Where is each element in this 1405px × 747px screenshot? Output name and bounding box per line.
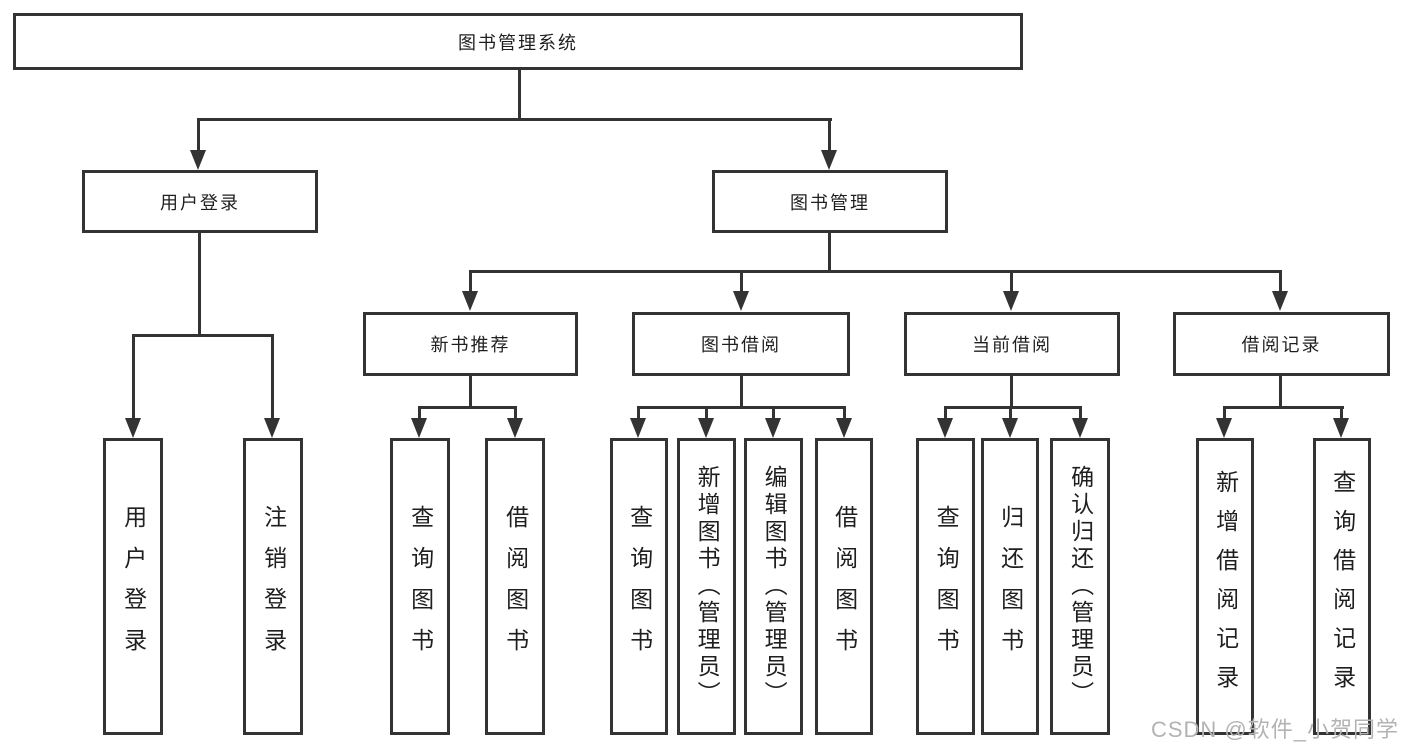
connector-login-drop-2 [271, 334, 274, 420]
connector-borrow-drop-1 [637, 406, 640, 420]
connector-records-branch [1223, 406, 1344, 409]
connector-mgmt-drop-3 [1010, 270, 1013, 293]
node-label: 当前借阅 [972, 335, 1052, 355]
arrow-down-icon [1002, 418, 1018, 438]
connector-borrow-drop-3 [772, 406, 775, 420]
arrow-down-icon [1333, 418, 1349, 438]
node-leaf-query-books-1: 查询图书 [390, 438, 450, 735]
arrow-down-icon [1072, 418, 1088, 438]
node-leaf-return-books: 归还图书 [981, 438, 1039, 735]
connector-root-drop-left [197, 118, 200, 152]
node-label: 图书管理系统 [458, 32, 578, 53]
node-leaf-add-borrow-record: 新增借阅记录 [1196, 438, 1254, 735]
connector-root-drop-right [828, 118, 831, 152]
connector-records-stem [1279, 376, 1282, 409]
connector-root-stem [518, 70, 521, 120]
connector-borrow-drop-2 [705, 406, 708, 420]
connector-recommend-drop-1 [418, 406, 421, 420]
node-label: 查询借阅记录 [1329, 469, 1356, 704]
node-label: 图书管理 [790, 192, 870, 213]
arrow-down-icon [125, 418, 141, 438]
node-leaf-edit-books-admin: 编辑图书（管理员） [744, 438, 803, 735]
node-label: 用户登录 [160, 192, 240, 213]
connector-login-drop-1 [132, 334, 135, 420]
node-label: 新书推荐 [430, 335, 511, 355]
arrow-down-icon [630, 418, 646, 438]
node-label: 注销登录 [260, 504, 287, 669]
connector-recommend-stem [469, 376, 472, 409]
node-book-borrow: 图书借阅 [632, 312, 850, 376]
arrow-down-icon [733, 291, 749, 311]
connector-mgmt-drop-2 [740, 270, 743, 293]
node-new-book-recommend: 新书推荐 [363, 312, 578, 376]
node-label: 用户登录 [120, 504, 147, 669]
node-leaf-user-login: 用户登录 [103, 438, 163, 735]
arrow-down-icon [190, 150, 206, 170]
connector-mgmt-branch [469, 270, 1282, 273]
node-leaf-logout: 注销登录 [243, 438, 303, 735]
node-leaf-borrow-books-2: 借阅图书 [815, 438, 873, 735]
node-leaf-query-borrow-record: 查询借阅记录 [1313, 438, 1371, 735]
arrow-down-icon [264, 418, 280, 438]
node-label: 图书借阅 [701, 335, 781, 355]
connector-current-stem [1010, 376, 1013, 409]
node-label: 新增图书（管理员） [694, 465, 721, 708]
connector-root-branch [197, 118, 832, 121]
node-label: 查询图书 [933, 504, 960, 669]
node-current-borrow: 当前借阅 [904, 312, 1120, 376]
node-label: 借阅图书 [502, 504, 529, 669]
connector-borrow-branch [637, 406, 846, 409]
node-label: 查询图书 [407, 504, 434, 669]
arrow-down-icon [836, 418, 852, 438]
node-leaf-query-books-2: 查询图书 [610, 438, 668, 735]
node-user-login-branch: 用户登录 [82, 170, 318, 233]
connector-current-drop-1 [944, 406, 947, 420]
connector-recommend-branch [418, 406, 517, 409]
arrow-down-icon [507, 418, 523, 438]
connector-current-branch [944, 406, 1082, 409]
arrow-down-icon [765, 418, 781, 438]
connector-login-stem [198, 233, 201, 337]
connector-borrow-stem [740, 376, 743, 409]
node-leaf-borrow-books-1: 借阅图书 [485, 438, 545, 735]
node-label: 借阅图书 [831, 504, 858, 669]
node-label: 新增借阅记录 [1212, 469, 1239, 704]
connector-mgmt-drop-1 [469, 270, 472, 293]
connector-current-drop-2 [1009, 406, 1012, 420]
arrow-down-icon [698, 418, 714, 438]
node-borrow-records: 借阅记录 [1173, 312, 1390, 376]
arrow-down-icon [821, 150, 837, 170]
node-label: 借阅记录 [1241, 335, 1322, 355]
node-label: 查询图书 [626, 504, 653, 669]
node-leaf-query-books-3: 查询图书 [916, 438, 975, 735]
arrow-down-icon [1003, 291, 1019, 311]
watermark: CSDN @软件_小贺同学 [1150, 717, 1399, 742]
node-book-management-branch: 图书管理 [712, 170, 948, 233]
node-label: 归还图书 [997, 504, 1024, 669]
connector-recommend-drop-2 [514, 406, 517, 420]
connector-current-drop-3 [1079, 406, 1082, 420]
connector-records-drop-2 [1340, 406, 1343, 420]
connector-records-drop-1 [1223, 406, 1226, 420]
arrow-down-icon [1216, 418, 1232, 438]
arrow-down-icon [462, 291, 478, 311]
node-label: 确认归还（管理员） [1067, 465, 1094, 708]
node-leaf-confirm-return-admin: 确认归还（管理员） [1050, 438, 1110, 735]
connector-borrow-drop-4 [843, 406, 846, 420]
connector-mgmt-stem [828, 233, 831, 273]
node-label: 编辑图书（管理员） [761, 465, 788, 708]
node-root-system: 图书管理系统 [13, 13, 1023, 70]
connector-mgmt-drop-4 [1279, 270, 1282, 293]
connector-login-branch [132, 334, 274, 337]
arrow-down-icon [937, 418, 953, 438]
arrow-down-icon [1272, 291, 1288, 311]
node-leaf-add-books-admin: 新增图书（管理员） [677, 438, 736, 735]
arrow-down-icon [411, 418, 427, 438]
